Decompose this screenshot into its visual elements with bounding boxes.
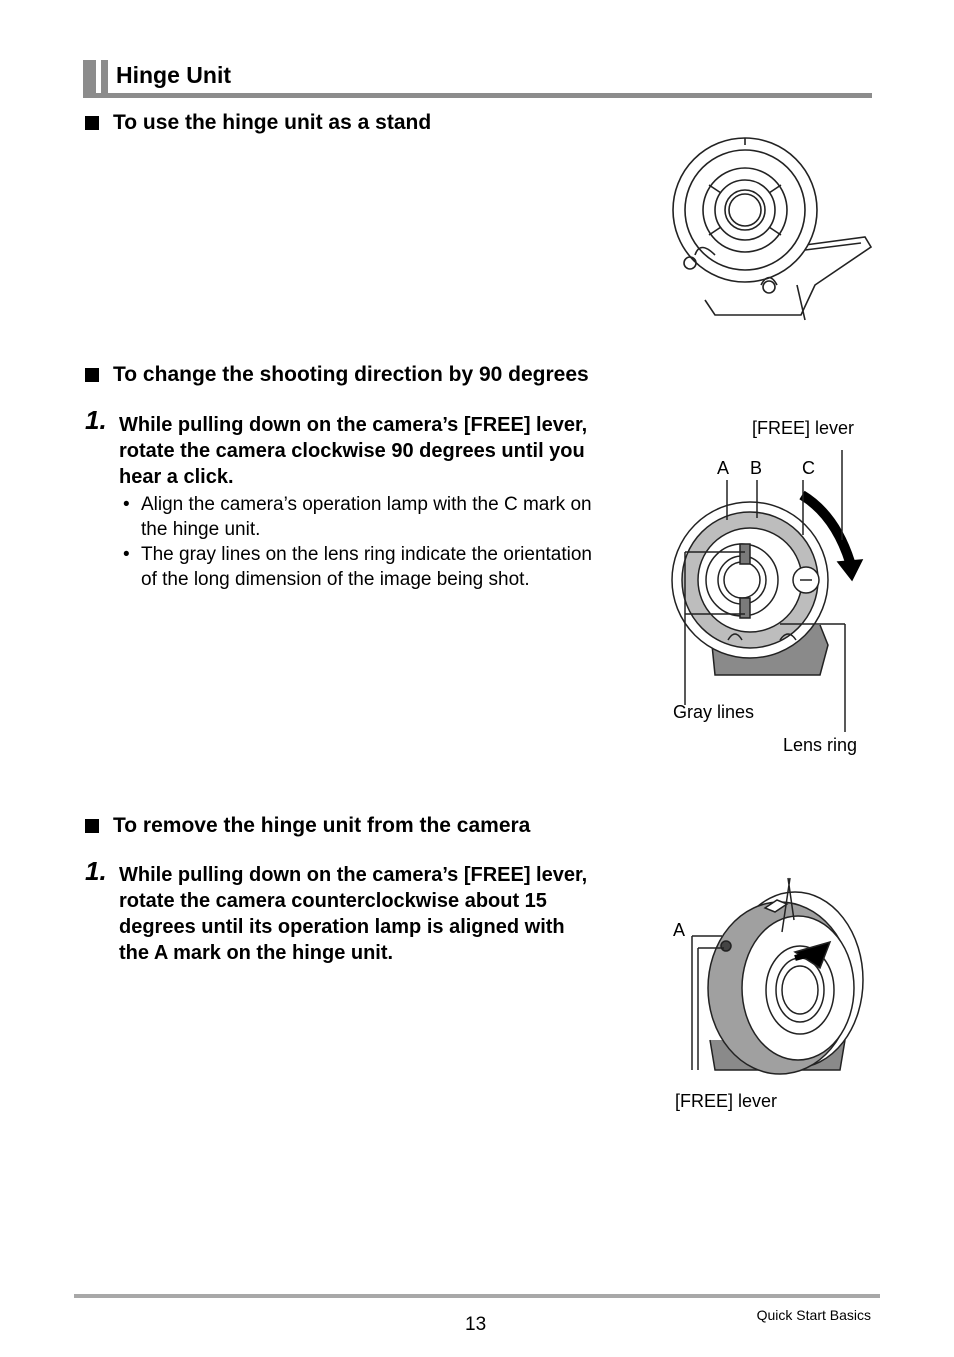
step-bullets: Align the camera’s operation lamp with t…: [123, 492, 601, 592]
bullet-item: The gray lines on the lens ring indicate…: [123, 542, 601, 592]
label-a: A: [717, 458, 730, 478]
square-bullet-icon: [85, 819, 99, 833]
step-instruction: While pulling down on the camera’s [FREE…: [119, 414, 588, 488]
section-title-text: To change the shooting direction by 90 d…: [113, 363, 589, 386]
step-number: 1.: [85, 856, 107, 886]
label-lens-ring: Lens ring: [783, 735, 858, 755]
footer-rule: [74, 1294, 880, 1298]
page-title: Hinge Unit: [116, 62, 231, 88]
section-remove-title: To remove the hinge unit from the camera: [85, 814, 530, 838]
heading-bar-left: [83, 60, 96, 97]
section-title-text: To remove the hinge unit from the camera: [113, 814, 531, 837]
heading-bar-right: [101, 60, 108, 97]
step-number: 1.: [85, 405, 107, 435]
label-gray-lines: Gray lines: [673, 702, 755, 722]
label-c: C: [802, 458, 815, 478]
heading-rule: [83, 93, 872, 98]
section-rotate-title: To change the shooting direction by 90 d…: [85, 363, 589, 387]
label-a: A: [673, 920, 686, 940]
page-number: 13: [465, 1314, 487, 1335]
label-free-lever: [FREE] lever: [752, 418, 855, 438]
camera-remove-illustration: [691, 877, 864, 1075]
section-stand-title: To use the hinge unit as a stand: [85, 111, 431, 135]
step-instruction: While pulling down on the camera’s [FREE…: [119, 864, 588, 964]
camera-rotate-illustration: [671, 450, 864, 732]
section-title-text: To use the hinge unit as a stand: [113, 111, 432, 134]
label-free-lever: [FREE] lever: [675, 1091, 778, 1111]
square-bullet-icon: [85, 368, 99, 382]
camera-stand-illustration: [672, 137, 873, 321]
label-b: B: [750, 458, 763, 478]
section-name: Quick Start Basics: [756, 1307, 871, 1323]
square-bullet-icon: [85, 116, 99, 130]
bullet-item: Align the camera’s operation lamp with t…: [123, 492, 601, 542]
